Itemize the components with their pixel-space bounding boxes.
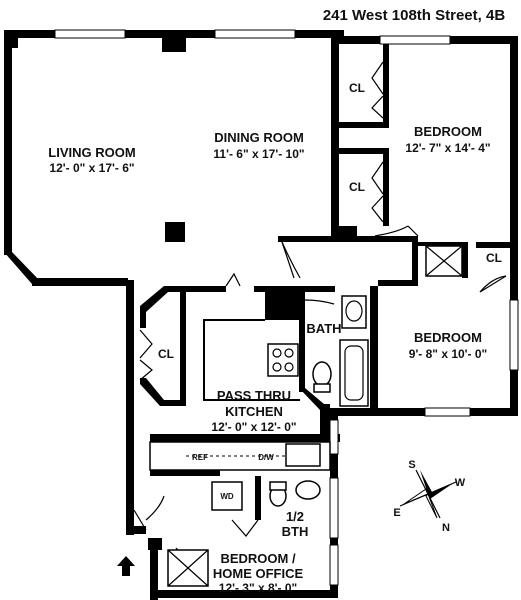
kitchen-name-line2: KITCHEN	[225, 404, 283, 419]
closet-label-3: CL	[158, 347, 174, 361]
bedroom2-dims: 9'- 8" x 10'- 0"	[409, 347, 487, 361]
office-name-line2: HOME OFFICE	[213, 566, 304, 581]
compass-n: N	[442, 522, 450, 534]
dining-room-dims: 11'- 6" x 17'- 10"	[213, 147, 304, 161]
closet-label-4: CL	[486, 251, 502, 265]
dw-label: D/W	[258, 453, 274, 462]
living-room-dims: 12'- 0" x 17'- 6"	[49, 161, 134, 175]
compass-s: S	[408, 459, 415, 471]
windows	[54, 29, 519, 586]
bath-fixtures	[312, 295, 369, 407]
kitchen-counter	[149, 319, 331, 471]
living-room-name: LIVING ROOM	[48, 145, 135, 160]
ref-label: REF	[192, 453, 208, 462]
closet-label-1: CL	[349, 81, 365, 95]
bedroom1-name: BEDROOM	[414, 124, 482, 139]
compass-e: E	[393, 507, 400, 519]
kitchen-closet	[139, 329, 153, 381]
kitchen-name-line1: PASS THRU	[217, 388, 291, 403]
kitchen-dims: 12'- 0" x 12'- 0"	[211, 420, 296, 434]
doors	[133, 225, 507, 569]
bedroom2-name: BEDROOM	[414, 330, 482, 345]
half-bath-fixtures	[167, 245, 463, 587]
bedroom1-dims: 12'- 7" x 14'- 4"	[405, 141, 490, 155]
closet-label-2: CL	[349, 180, 365, 194]
dining-room-name: DINING ROOM	[214, 130, 304, 145]
bath-name: BATH	[306, 321, 341, 336]
half-bath-line1: 1/2	[286, 509, 304, 524]
exterior-walls	[4, 30, 518, 600]
closets-bedroom1	[339, 44, 389, 226]
office-dims: 12'- 3" x 8'- 0"	[219, 581, 297, 595]
address-title: 241 West 108th Street, 4B	[323, 7, 505, 24]
entry-arrow-icon	[117, 556, 135, 576]
wd-label: WD	[220, 492, 234, 501]
half-bath-line2: BTH	[282, 524, 309, 539]
compass-rose-icon: S W E N	[393, 459, 465, 534]
compass-w: W	[455, 477, 466, 489]
office-name-line1: BEDROOM /	[220, 551, 296, 566]
